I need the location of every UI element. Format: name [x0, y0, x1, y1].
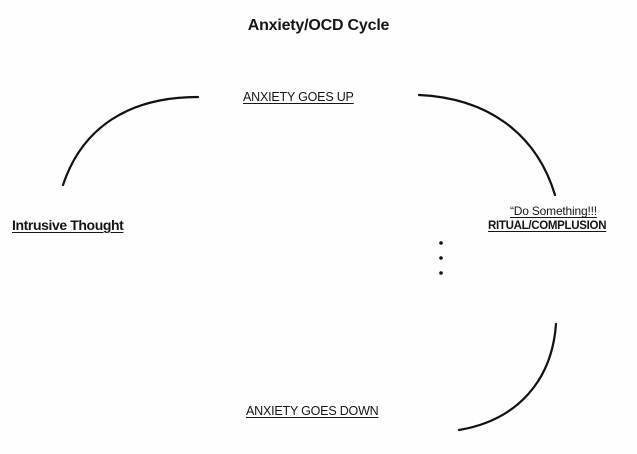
node-ritual-compulsion: RITUAL/COMPLUSION [488, 220, 607, 232]
node-do-something: “Do Something!!! [510, 204, 597, 218]
ellipsis-dot [439, 271, 443, 275]
arc-bottom-right [457, 322, 558, 432]
arc-top-left [61, 95, 200, 187]
ellipsis-dot [439, 241, 443, 245]
node-anxiety-goes-up: ANXIETY GOES UP [243, 90, 354, 104]
node-intrusive-thought: Intrusive Thought [12, 217, 124, 233]
ellipsis-dot [439, 256, 443, 260]
node-anxiety-goes-down: ANXIETY GOES DOWN [246, 404, 379, 418]
diagram-title: Anxiety/OCD Cycle [247, 17, 390, 34]
arc-top-right [417, 93, 557, 197]
